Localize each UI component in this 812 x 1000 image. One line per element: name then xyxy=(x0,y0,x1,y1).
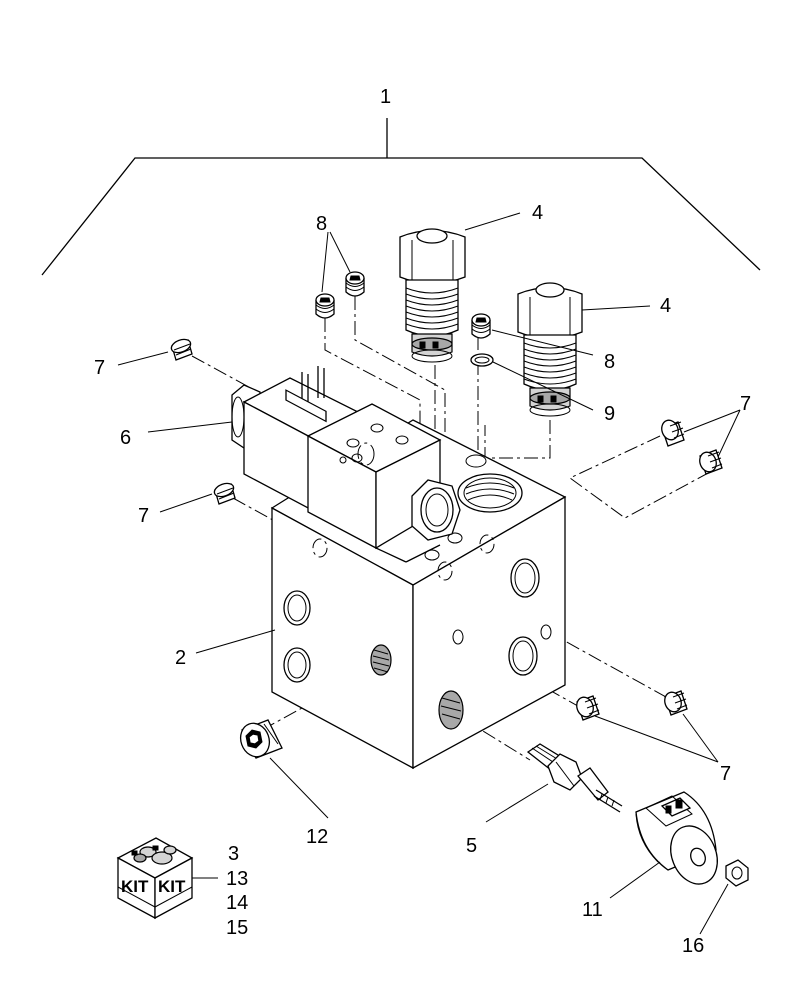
leader-lines xyxy=(117,212,741,935)
kit-label-left: KIT xyxy=(121,877,149,896)
callout-7-upper-left: 7 xyxy=(94,357,105,379)
callout-5: 5 xyxy=(466,835,477,857)
pressure-sensor-5 xyxy=(526,743,623,813)
callout-7-mid-left: 7 xyxy=(138,505,149,527)
callout-8-upper: 8 xyxy=(316,213,327,235)
o-ring-9 xyxy=(470,353,494,367)
callout-1: 1 xyxy=(380,86,391,108)
callout-13: 13 xyxy=(226,868,248,890)
callout-11: 11 xyxy=(582,899,603,921)
cartridge-valve-left xyxy=(399,228,466,363)
hex-nut-16 xyxy=(725,859,749,887)
callout-3: 3 xyxy=(228,843,239,865)
set-screw-8a xyxy=(315,293,335,319)
plug-7-lower-b xyxy=(664,690,688,716)
callout-labels: 1 2 3 4 4 5 6 7 7 7 7 8 8 9 11 12 13 14 … xyxy=(94,86,751,957)
plug-7-lower-a xyxy=(576,695,600,721)
coil-11 xyxy=(635,791,718,885)
callout-2: 2 xyxy=(175,647,186,669)
kit-box: KIT KIT xyxy=(116,837,194,920)
set-screw-8b xyxy=(345,271,365,297)
plug-7-upper-right-a xyxy=(661,419,685,447)
plug-7-upper-left xyxy=(170,338,193,361)
plug-7-mid-left xyxy=(213,482,236,505)
callout-6: 6 xyxy=(120,427,131,449)
callout-8-right: 8 xyxy=(604,351,615,373)
callout-9: 9 xyxy=(604,403,615,425)
callout-4-left: 4 xyxy=(532,202,543,224)
hex-plug-12 xyxy=(239,719,283,759)
assembly-bracket xyxy=(41,118,761,276)
callout-16: 16 xyxy=(682,935,704,957)
plug-7-upper-right-b xyxy=(699,449,723,475)
callout-7-upper-right: 7 xyxy=(740,393,751,415)
kit-label-right: KIT xyxy=(158,877,186,896)
callout-14: 14 xyxy=(226,892,248,914)
solenoid-valve xyxy=(231,366,461,563)
callout-12: 12 xyxy=(306,826,328,848)
set-screw-8c xyxy=(471,313,491,339)
callout-4-right: 4 xyxy=(660,295,671,317)
callout-7-lower-right: 7 xyxy=(720,763,731,785)
callout-15: 15 xyxy=(226,917,248,939)
cartridge-valve-right xyxy=(517,282,583,417)
